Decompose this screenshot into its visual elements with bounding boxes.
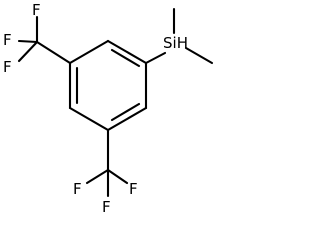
- ring-bond: [106, 39, 148, 65]
- c-f-bond: [85, 168, 110, 185]
- ring-to-si-bond: [144, 51, 167, 65]
- silicon-atom-label: SiH: [163, 34, 188, 52]
- fluorine-atom-label: F: [129, 180, 138, 198]
- c-f-bond: [17, 40, 39, 63]
- benzene-ring: [68, 39, 148, 132]
- ring-bond: [68, 39, 110, 65]
- top-cf3-group: F F F: [3, 1, 72, 76]
- ring-double-bond: [110, 102, 141, 122]
- ring-to-cf3-bond: [35, 40, 72, 65]
- bottom-cf3-group: F F F: [73, 128, 138, 216]
- ring-bond: [106, 106, 148, 132]
- structural-formula-diagram: F F F F F F SiH: [3, 1, 214, 216]
- dimethylsilyl-group: SiH: [144, 7, 214, 65]
- c-f-bond: [17, 39, 39, 44]
- si-methyl-bond: [184, 46, 214, 65]
- ring-double-bond: [110, 48, 141, 68]
- fluorine-atom-label: F: [32, 1, 41, 19]
- fluorine-atom-label: F: [102, 198, 111, 216]
- fluorine-atom-label: F: [73, 180, 82, 198]
- c-f-bond: [106, 168, 129, 185]
- fluorine-atom-label: F: [3, 31, 12, 49]
- ring-bond: [68, 106, 110, 132]
- fluorine-atom-label: F: [3, 58, 12, 76]
